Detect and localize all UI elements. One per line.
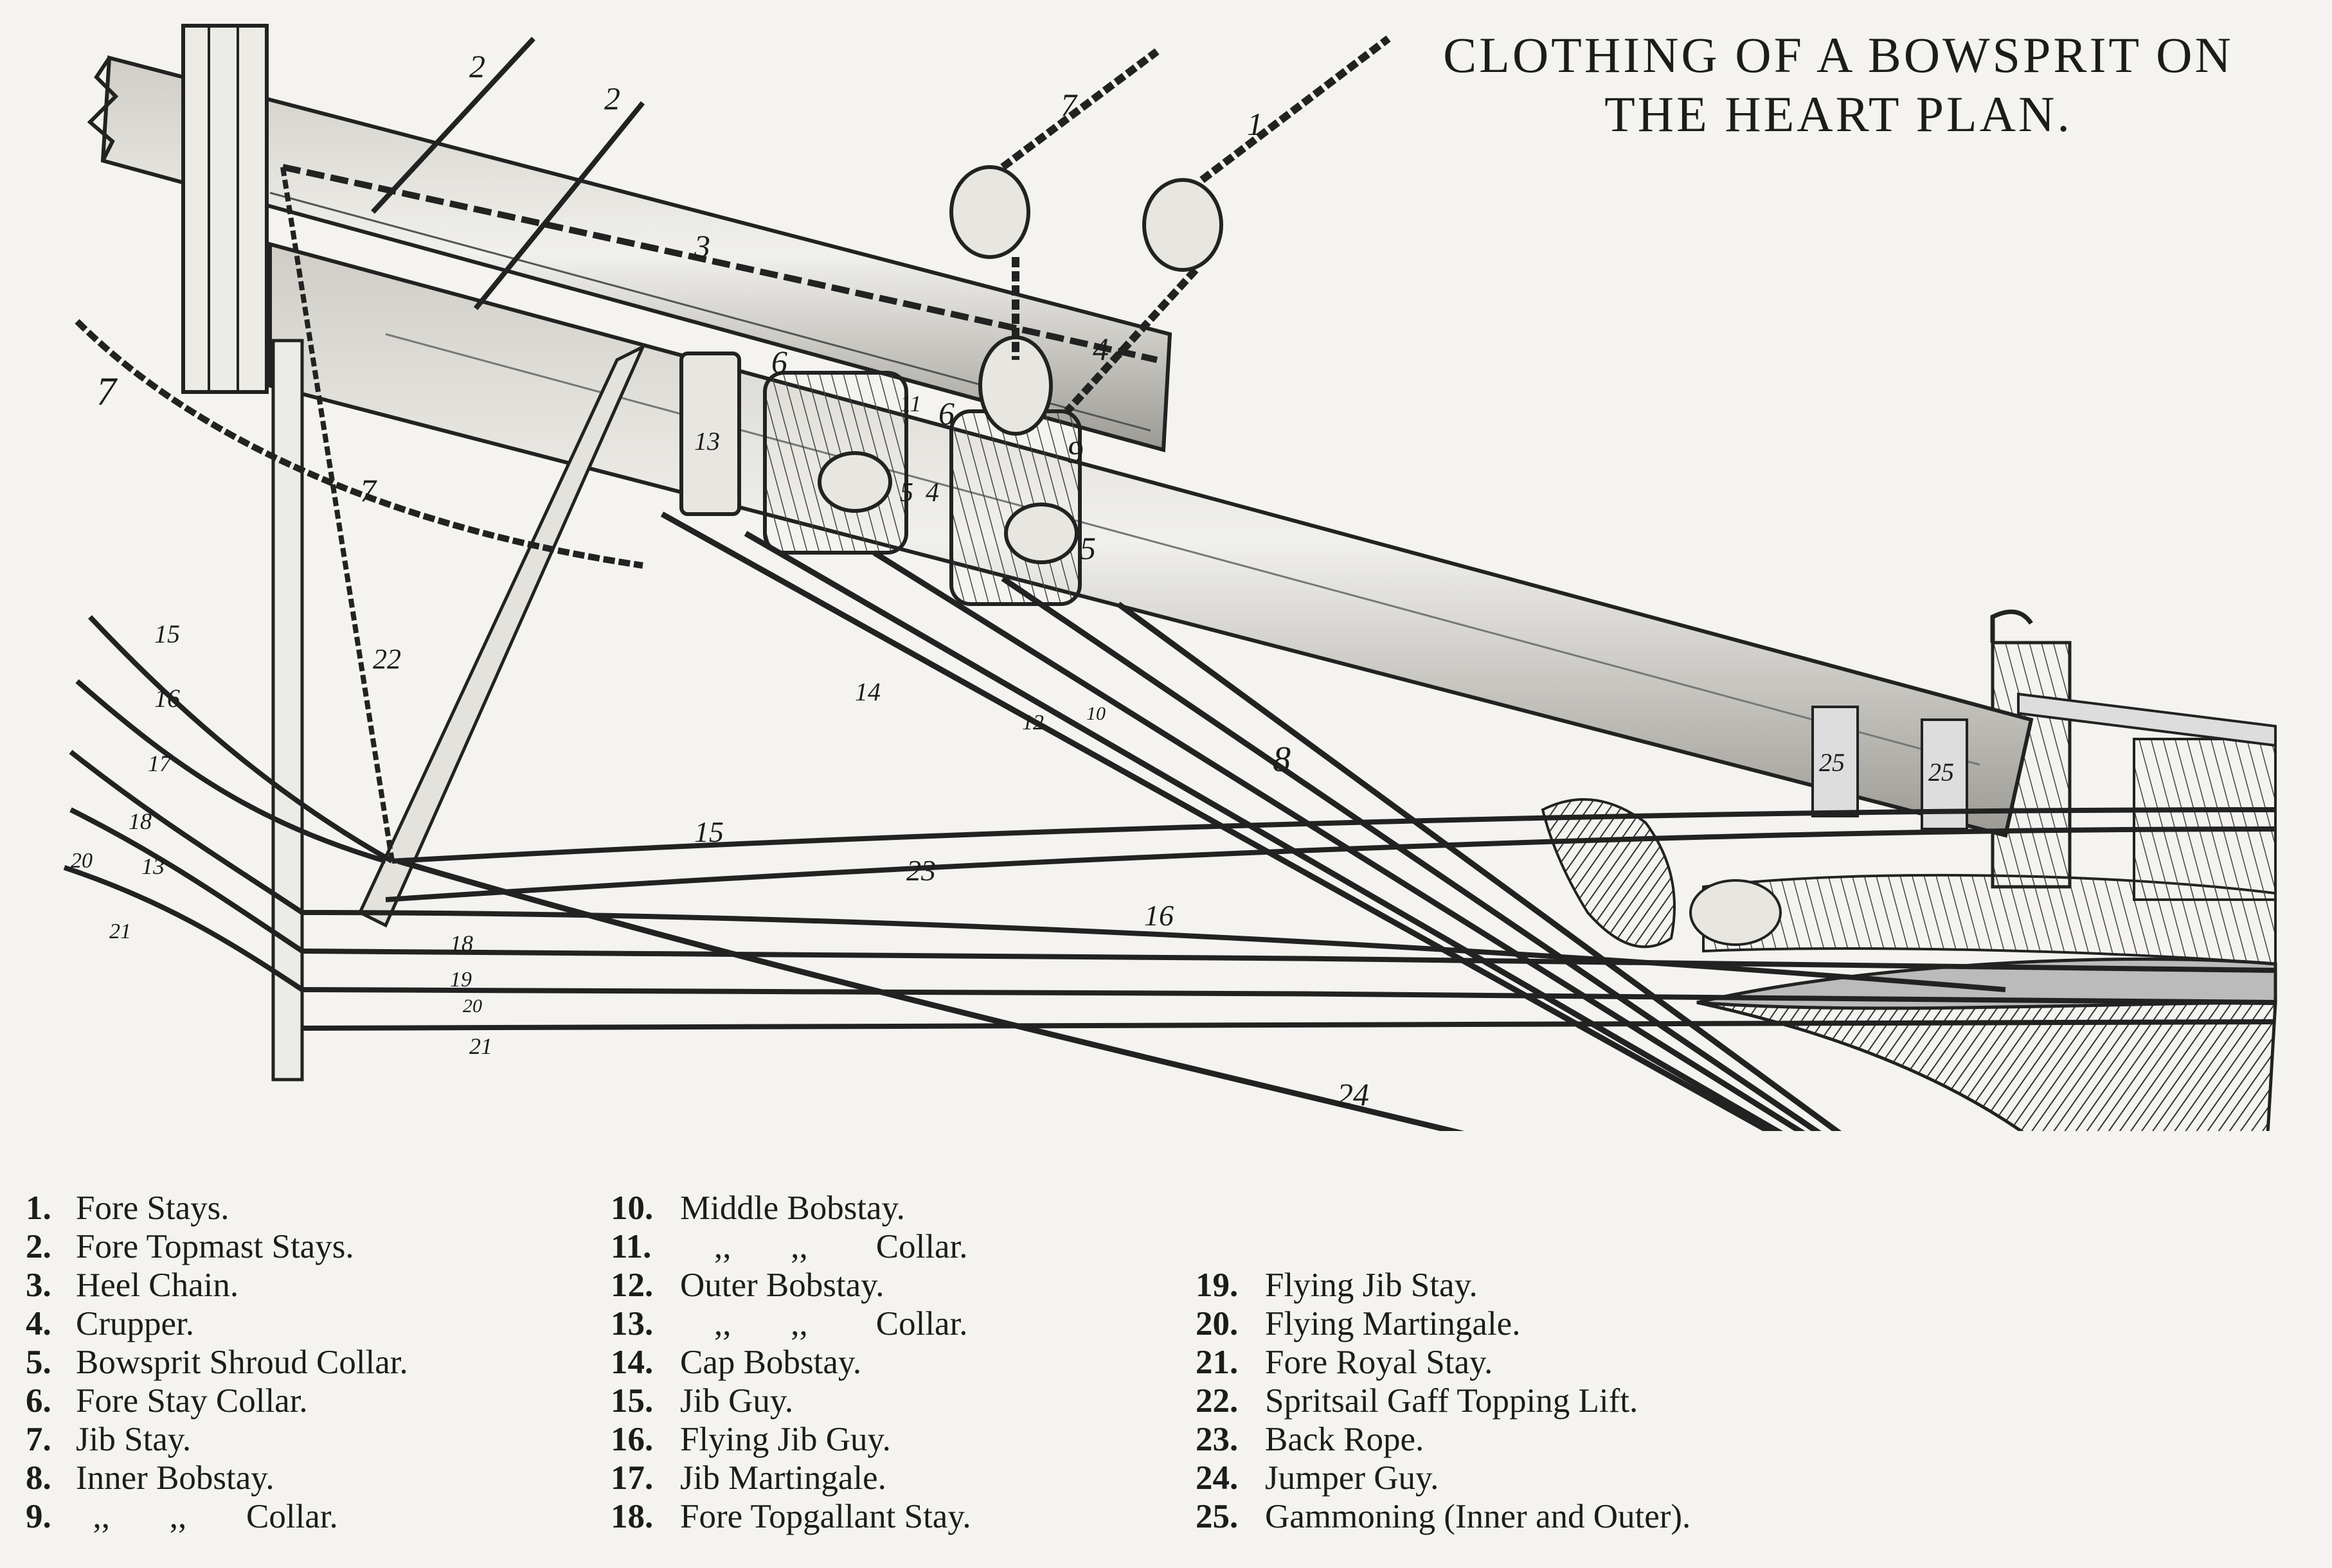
label-4b: 4: [926, 478, 939, 508]
label-6b: 6: [938, 395, 955, 431]
label-21a: 21: [109, 920, 131, 943]
guys-and-martingales: [63, 615, 2276, 1031]
label-8: 8: [1273, 740, 1291, 780]
label-2b: 2: [604, 80, 620, 116]
legend-item: 4.Crupper.: [26, 1305, 194, 1342]
label-13: 13: [694, 427, 720, 456]
label-10: 10: [1086, 703, 1106, 724]
legend-column-1: 1.Fore Stays. 2.Fore Topmast Stays. 3.He…: [26, 1189, 408, 1536]
legend-item: 8.Inner Bobstay.: [26, 1459, 274, 1497]
label-7a: 7: [1061, 87, 1078, 123]
label-21b: 21: [469, 1033, 492, 1059]
title-line-2: THE HEART PLAN.: [1604, 86, 2072, 143]
label-19: 19: [450, 968, 472, 992]
jib-stay: [75, 319, 643, 569]
label-15b: 15: [694, 815, 724, 848]
legend-column-2: 10.Middle Bobstay. 11. ,, ,, Collar. 12.…: [611, 1189, 971, 1536]
legend-item: 13. ,, ,, Collar.: [611, 1305, 968, 1342]
label-7c: 7: [360, 472, 377, 508]
collars-and-hearts: [679, 165, 1223, 606]
title-line-1: CLOTHING OF A BOWSPRIT ON: [1443, 27, 2234, 83]
legend-item: 1.Fore Stays.: [26, 1189, 229, 1227]
label-7b: 7: [96, 370, 118, 414]
label-23: 23: [906, 854, 936, 887]
fore-stays: [1000, 35, 1391, 414]
label-16b: 16: [1144, 899, 1174, 932]
legend-item: 21.Fore Royal Stay.: [1196, 1344, 1493, 1381]
legend-item: 24.Jumper Guy.: [1196, 1459, 1439, 1497]
label-11: 11: [900, 391, 921, 416]
legend-item: 10.Middle Bobstay.: [611, 1189, 905, 1227]
label-2a: 2: [469, 48, 485, 84]
jumper-guy: [397, 858, 1465, 1131]
legend-column-3: 19.Flying Jib Stay. 20.Flying Martingale…: [1196, 1266, 1691, 1536]
spritsail-gaff: [357, 343, 647, 928]
label-5a: 5: [900, 478, 913, 508]
legend-item: 11. ,, ,, Collar.: [611, 1228, 968, 1265]
bowsprit-engraving: 2 2 7 1 3 7 6 11 6 4 9 13 5 4 5 7 15 22 …: [63, 24, 2277, 1131]
label-22: 22: [373, 643, 401, 675]
label-16a: 16: [154, 684, 180, 713]
legend-item: 5.Bowsprit Shroud Collar.: [26, 1344, 408, 1381]
legend-item: 16.Flying Jib Guy.: [611, 1421, 891, 1458]
label-3: 3: [694, 228, 710, 264]
legend-item: 18.Fore Topgallant Stay.: [611, 1498, 971, 1535]
legend-item: 2.Fore Topmast Stays.: [26, 1228, 354, 1265]
legend-item: 22.Spritsail Gaff Topping Lift.: [1196, 1382, 1638, 1420]
label-13b: 13: [141, 853, 165, 879]
label-1: 1: [1247, 106, 1263, 142]
label-18a: 18: [129, 808, 152, 834]
legend-item: 3.Heel Chain.: [26, 1267, 239, 1304]
label-15a: 15: [154, 619, 180, 648]
reference-labels: 2 2 7 1 3 7 6 11 6 4 9 13 5 4 5 7 15 22 …: [71, 48, 1954, 1112]
legend-item: 19.Flying Jib Stay.: [1196, 1267, 1478, 1304]
legend-item: 20.Flying Martingale.: [1196, 1305, 1521, 1342]
legend-item: 23.Back Rope.: [1196, 1421, 1424, 1458]
bobstays: [660, 512, 1842, 1131]
label-4: 4: [1093, 331, 1109, 367]
legend-item: 15.Jib Guy.: [611, 1382, 794, 1420]
legend-item: 14.Cap Bobstay.: [611, 1344, 862, 1381]
heel-chain: [282, 164, 1158, 363]
label-24: 24: [1337, 1076, 1369, 1112]
label-18b: 18: [450, 931, 473, 956]
label-20b: 20: [463, 995, 482, 1017]
diagram-title: CLOTHING OF A BOWSPRIT ON THE HEART PLAN…: [1363, 26, 2314, 144]
spritsail-topping-lift: [280, 166, 395, 862]
label-14: 14: [855, 677, 881, 706]
legend-item: 9. ,, ,, Collar.: [26, 1498, 338, 1535]
legend-item: 7.Jib Stay.: [26, 1421, 192, 1458]
legend-item: 12.Outer Bobstay.: [611, 1267, 884, 1304]
label-6a: 6: [771, 344, 787, 380]
legend-item: 6.Fore Stay Collar.: [26, 1382, 308, 1420]
label-17: 17: [148, 751, 172, 776]
legend-item: 25.Gammoning (Inner and Outer).: [1196, 1498, 1691, 1535]
label-12: 12: [1022, 711, 1044, 735]
label-5b: 5: [1080, 530, 1096, 566]
label-20a: 20: [71, 849, 93, 873]
legend-item: 17.Jib Martingale.: [611, 1459, 886, 1497]
label-9: 9: [1067, 434, 1083, 470]
topmast-stays: [371, 37, 645, 310]
label-25a: 25: [1819, 748, 1845, 777]
label-25b: 25: [1928, 758, 1954, 787]
